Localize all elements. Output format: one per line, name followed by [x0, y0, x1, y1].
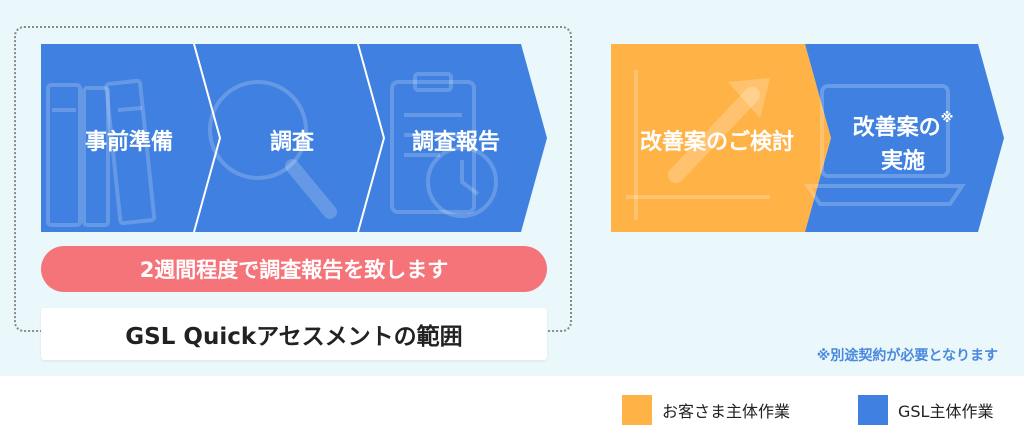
contract-note: ※別途契約が必要となります — [816, 348, 998, 364]
legend-client-swatch — [622, 395, 652, 425]
process-flow — [41, 43, 1004, 233]
footnote-mark: ※ — [940, 111, 954, 126]
step-label-research: 調査 — [269, 130, 314, 155]
step-label-prep: 事前準備 — [84, 130, 173, 155]
scope-label: GSL Quickアセスメントの範囲 — [41, 308, 547, 360]
magnifier-icon — [208, 80, 337, 219]
step-label-consider: 改善案のご検討 — [639, 130, 794, 155]
clipboard-clock-icon — [390, 72, 498, 218]
legend-gsl: GSL主体作業 — [858, 395, 993, 425]
chevron-divider-1 — [193, 43, 222, 233]
legend-client-label: お客さま主体作業 — [662, 402, 791, 421]
growth-arrow-icon — [626, 70, 770, 220]
duration-pill: 2週間程度で調査報告を致します — [41, 246, 547, 292]
step-label-implement: 改善案の※ 実施 — [808, 106, 998, 179]
legend-client: お客さま主体作業 — [622, 395, 790, 425]
step-report-shape — [358, 44, 547, 232]
step-implement-shape — [805, 44, 1004, 232]
step-prep-shape — [41, 44, 220, 232]
step-label-report: 調査報告 — [411, 130, 500, 155]
legend-gsl-label: GSL主体作業 — [898, 402, 994, 421]
binders-icon — [46, 78, 157, 227]
step-research-shape — [194, 44, 384, 232]
step-label-implement-line1: 改善案の — [852, 115, 941, 141]
step-consider-shape — [611, 44, 831, 232]
chevron-divider-2 — [357, 43, 386, 233]
step-label-implement-line2: 実施 — [880, 149, 925, 175]
legend-gsl-swatch — [858, 395, 888, 425]
laptop-icon — [804, 84, 966, 206]
